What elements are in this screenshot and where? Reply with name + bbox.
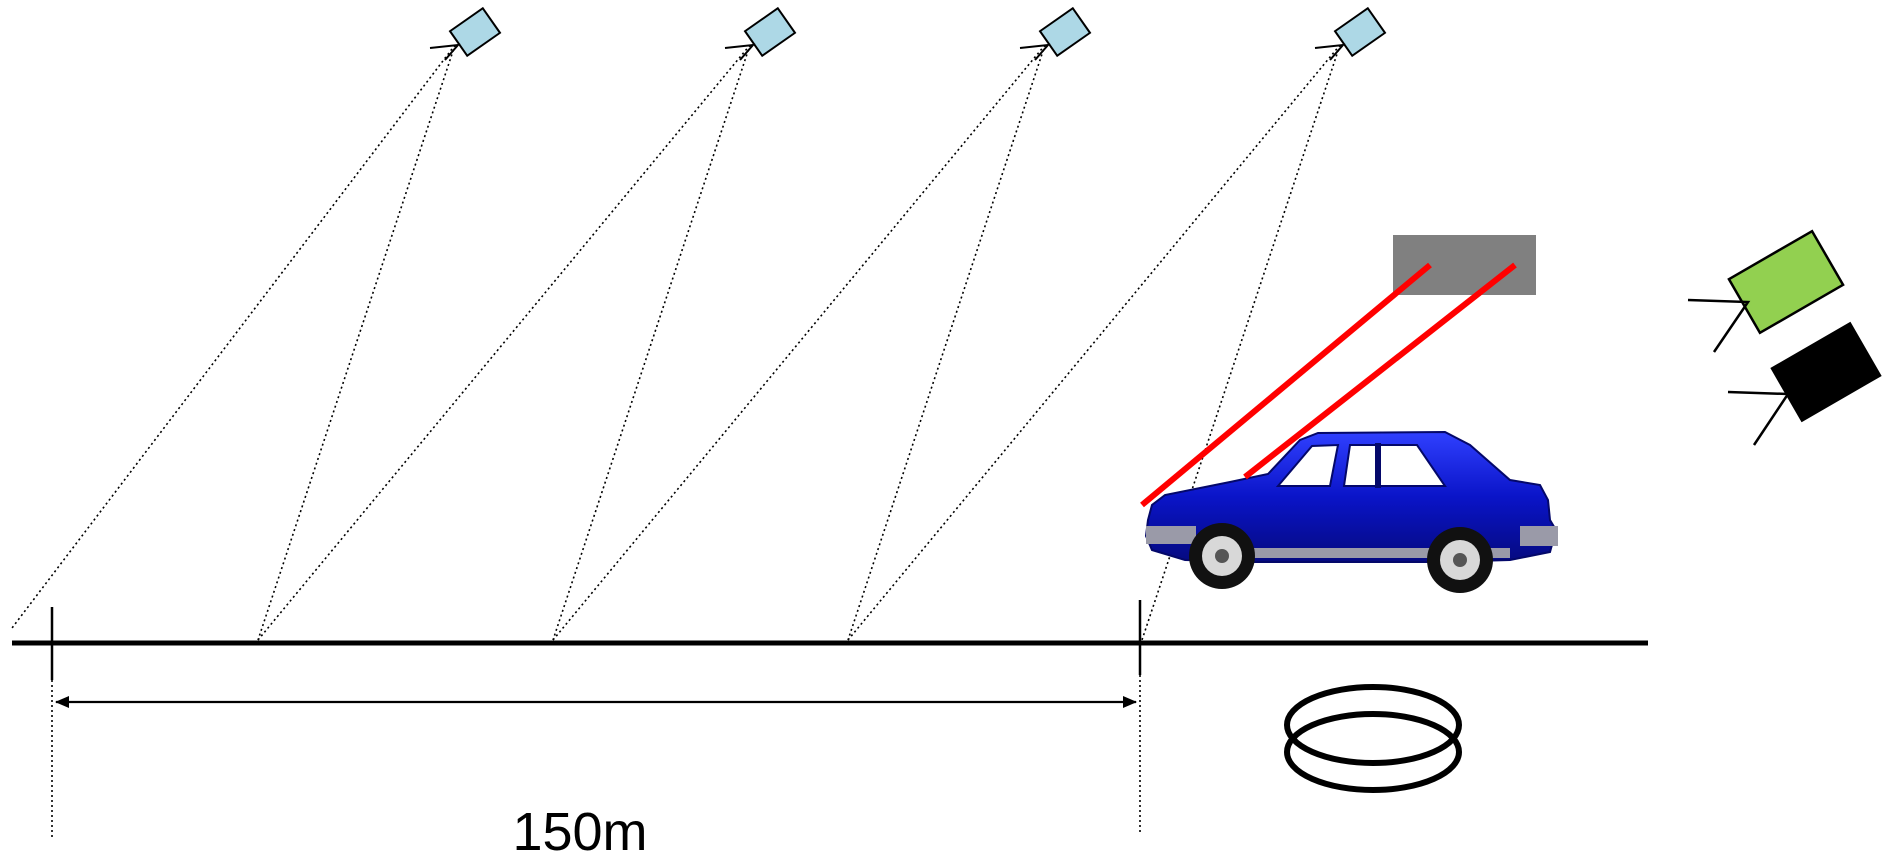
laser-beam: [1140, 262, 1432, 508]
camera-lens-icon: [1687, 298, 1751, 353]
view-line: [552, 44, 1046, 641]
car-rocker-trim: [1210, 548, 1510, 558]
view-line: [11, 44, 456, 629]
camera-icon: [1727, 229, 1845, 335]
camera-icon: [448, 6, 502, 58]
laser-beam: [1243, 262, 1517, 480]
car-rear-bumper: [1520, 526, 1558, 546]
distance-label: 150m: [512, 802, 647, 855]
camera-icon: [1770, 321, 1882, 423]
car-side-window: [1342, 444, 1447, 487]
inductive-loop-icon: [1284, 684, 1462, 793]
camera-lens-icon: [1727, 390, 1791, 446]
view-line: [847, 44, 1341, 641]
side-cameras: [1687, 229, 1882, 446]
car-windshield: [1275, 443, 1340, 487]
camera-lens-icon: [429, 43, 461, 61]
view-line: [847, 44, 1046, 641]
view-line: [552, 44, 751, 641]
camera-icon: [1038, 6, 1092, 58]
camera-view-cones: [11, 44, 1341, 641]
camera-lens-icon: [724, 43, 756, 61]
laser-beams: [1140, 262, 1517, 508]
camera-lens-icon: [1314, 43, 1346, 61]
view-line: [257, 44, 751, 641]
car-rear-wheel: [1427, 527, 1493, 593]
car-front-bumper: [1146, 526, 1196, 544]
camera-icon: [743, 6, 797, 58]
overhead-cameras: [429, 6, 1387, 61]
view-line: [257, 44, 456, 641]
camera-icon: [1333, 6, 1387, 58]
camera-lens-icon: [1019, 43, 1051, 61]
car-icon: [1144, 430, 1558, 593]
car-front-wheel: [1189, 523, 1255, 589]
